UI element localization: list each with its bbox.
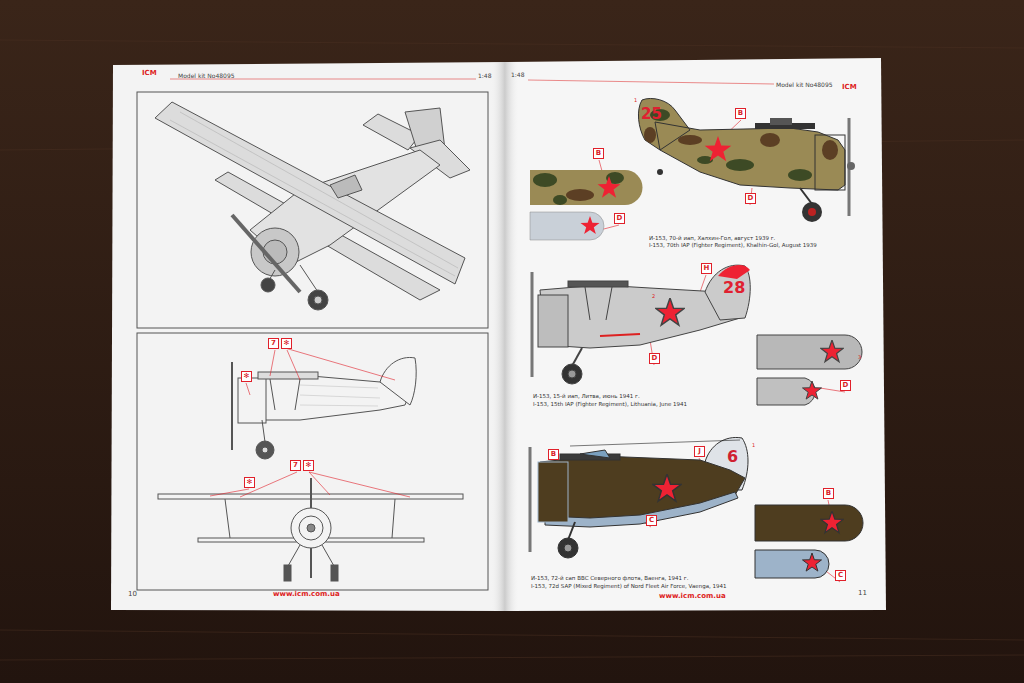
front-view [158,478,463,581]
page-text: И-153, 15-й иап, Литва, июнь 1941 г. [533,393,640,399]
callout-box: D [649,353,660,364]
page-text: 10 [128,591,137,599]
page-text: 1 [634,98,637,104]
page-text: 1:48 [511,72,524,79]
callout-box: B [593,148,604,159]
callout-letter: ✻ [244,373,250,380]
callout-box: J [694,446,705,457]
profile-camo [530,98,855,240]
callout-letter: B [596,150,601,157]
callout-letter: C [838,572,843,579]
callout-box: ✻ [244,477,255,488]
callout-letter: D [748,195,754,202]
callout-letter: C [649,517,654,524]
callout-box: ✻ [241,371,252,382]
callout-box: C [835,570,846,581]
profile-olive [530,437,863,578]
page-text: 1 [752,443,755,449]
callout-letter: D [843,382,849,389]
page-text: И-153, 70-й иап, Халхин-Гол, август 1939… [649,235,775,241]
callout-box: 7 [268,338,279,349]
page-text: И-153, 72-й сап ВВС Северного флота, Вае… [531,575,689,581]
callout-letter: H [704,265,710,272]
page-text: 11 [858,590,867,598]
callout-letter: B [551,451,556,458]
callout-box: D [614,213,625,224]
pages [111,58,886,611]
callout-box: H [701,263,712,274]
page-text: I-153, 15th IAP (Fighter Regiment), Lith… [533,401,687,407]
callout-box: ✻ [281,338,292,349]
page-text: www.icm.com.ua [273,591,340,599]
callout-letter: J [698,448,701,455]
left-panels [137,92,488,590]
callout-box: 7 [290,460,301,471]
page-text: Model kit No48095 [776,82,833,89]
callout-letter: ✻ [306,462,312,469]
page-text: I-153, 72d SAP (Mixed Regiment) of Nord … [531,583,727,589]
iso-aircraft [155,102,470,310]
callout-box: B [548,449,559,460]
page-text: 1:48 [478,73,491,80]
callout-letter: ✻ [247,479,253,486]
callout-box: ✻ [303,460,314,471]
page-text: ICM [142,70,157,78]
side-view [232,357,416,459]
page-text: www.icm.com.ua [659,593,726,601]
leader-lines [210,120,845,582]
page-text: ICM [842,84,857,92]
page-text: 28 [723,279,745,297]
callout-letter: D [652,355,658,362]
page-text: I-153, 70th IAP (Fighter Regiment), Khal… [649,242,817,248]
callout-box: C [646,515,657,526]
page-text: 25 [641,106,662,123]
callout-box: D [745,193,756,204]
page-text: 2 [652,294,655,300]
callout-letter: ✻ [284,340,290,347]
callout-box: B [735,108,746,119]
callout-box: B [823,488,834,499]
profile-silver [532,265,862,405]
page-text: 6 [727,448,738,466]
page-text: Model kit No48095 [178,73,235,80]
callout-letter: 7 [271,340,276,347]
callout-letter: D [617,215,623,222]
callout-box: D [840,380,851,391]
callout-letter: 7 [293,462,298,469]
callout-letter: B [826,490,831,497]
callout-letter: B [738,110,743,117]
page-text: 3 [858,355,861,361]
